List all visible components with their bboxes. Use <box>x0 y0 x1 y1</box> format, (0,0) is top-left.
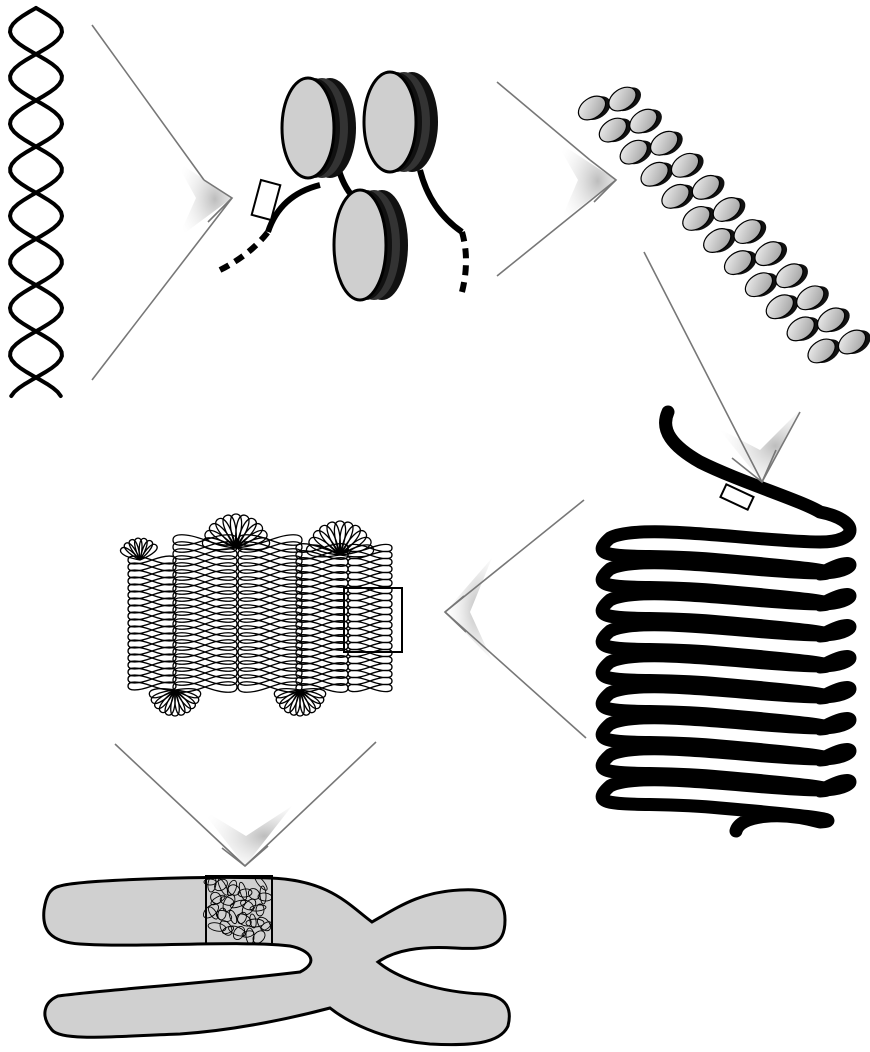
arrow-helix-to-nucleosomes <box>92 25 232 380</box>
looped-domains-icon <box>121 514 392 716</box>
chromosome-icon <box>44 874 510 1045</box>
nucleosome-cluster-icon <box>220 72 466 300</box>
arrow-coil-to-loops <box>445 500 586 738</box>
arrow-fiber-to-coil <box>644 252 800 482</box>
arrow-loops-to-chromosome <box>115 742 376 866</box>
coiled-fiber-icon <box>602 412 850 831</box>
dna-double-helix-icon <box>10 8 62 396</box>
chromatin-fiber-icon <box>574 82 870 368</box>
